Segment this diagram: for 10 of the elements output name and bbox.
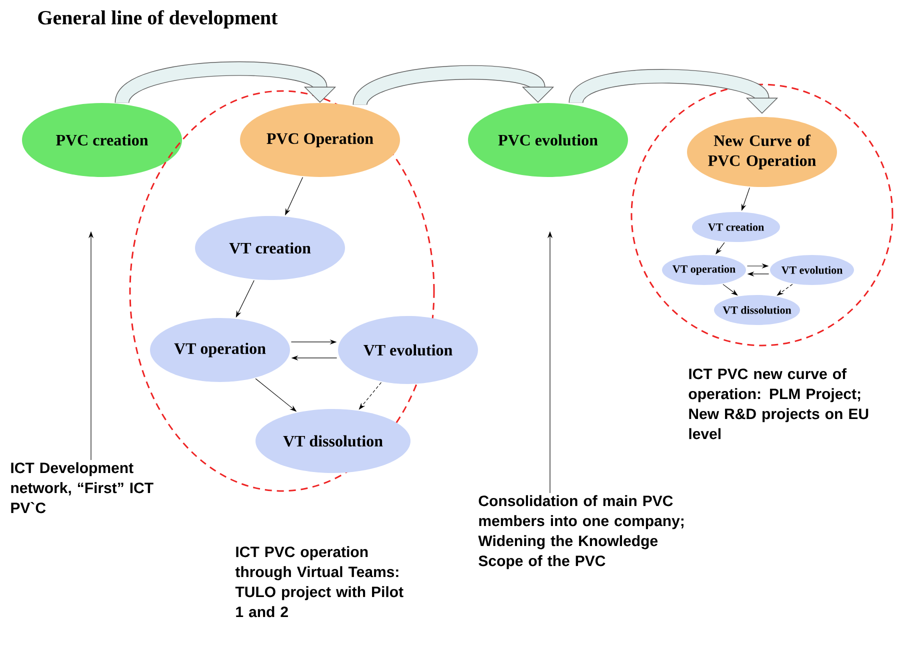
annotation-text: ICT PVC new curve of operation: PLM Project; New R&D projects on EU level <box>688 368 868 440</box>
annotation-text: ICT PVC operation through Virtual Teams: TULO project with Pilot 1 and 2 <box>235 546 404 618</box>
arrow <box>716 242 725 254</box>
annotation-text: Consolidation of main PVC members into one company; Widening the Knowledge Scope of the PVC <box>478 495 684 570</box>
title: General line of development <box>38 10 278 29</box>
dashed-boundary <box>630 84 894 346</box>
curved-block-arrow <box>569 69 778 114</box>
curved-block-arrow <box>115 62 336 106</box>
annotation-text: ICT Development network, “First” ICT PV`C <box>11 462 154 514</box>
curved-block-arrow <box>353 65 554 108</box>
